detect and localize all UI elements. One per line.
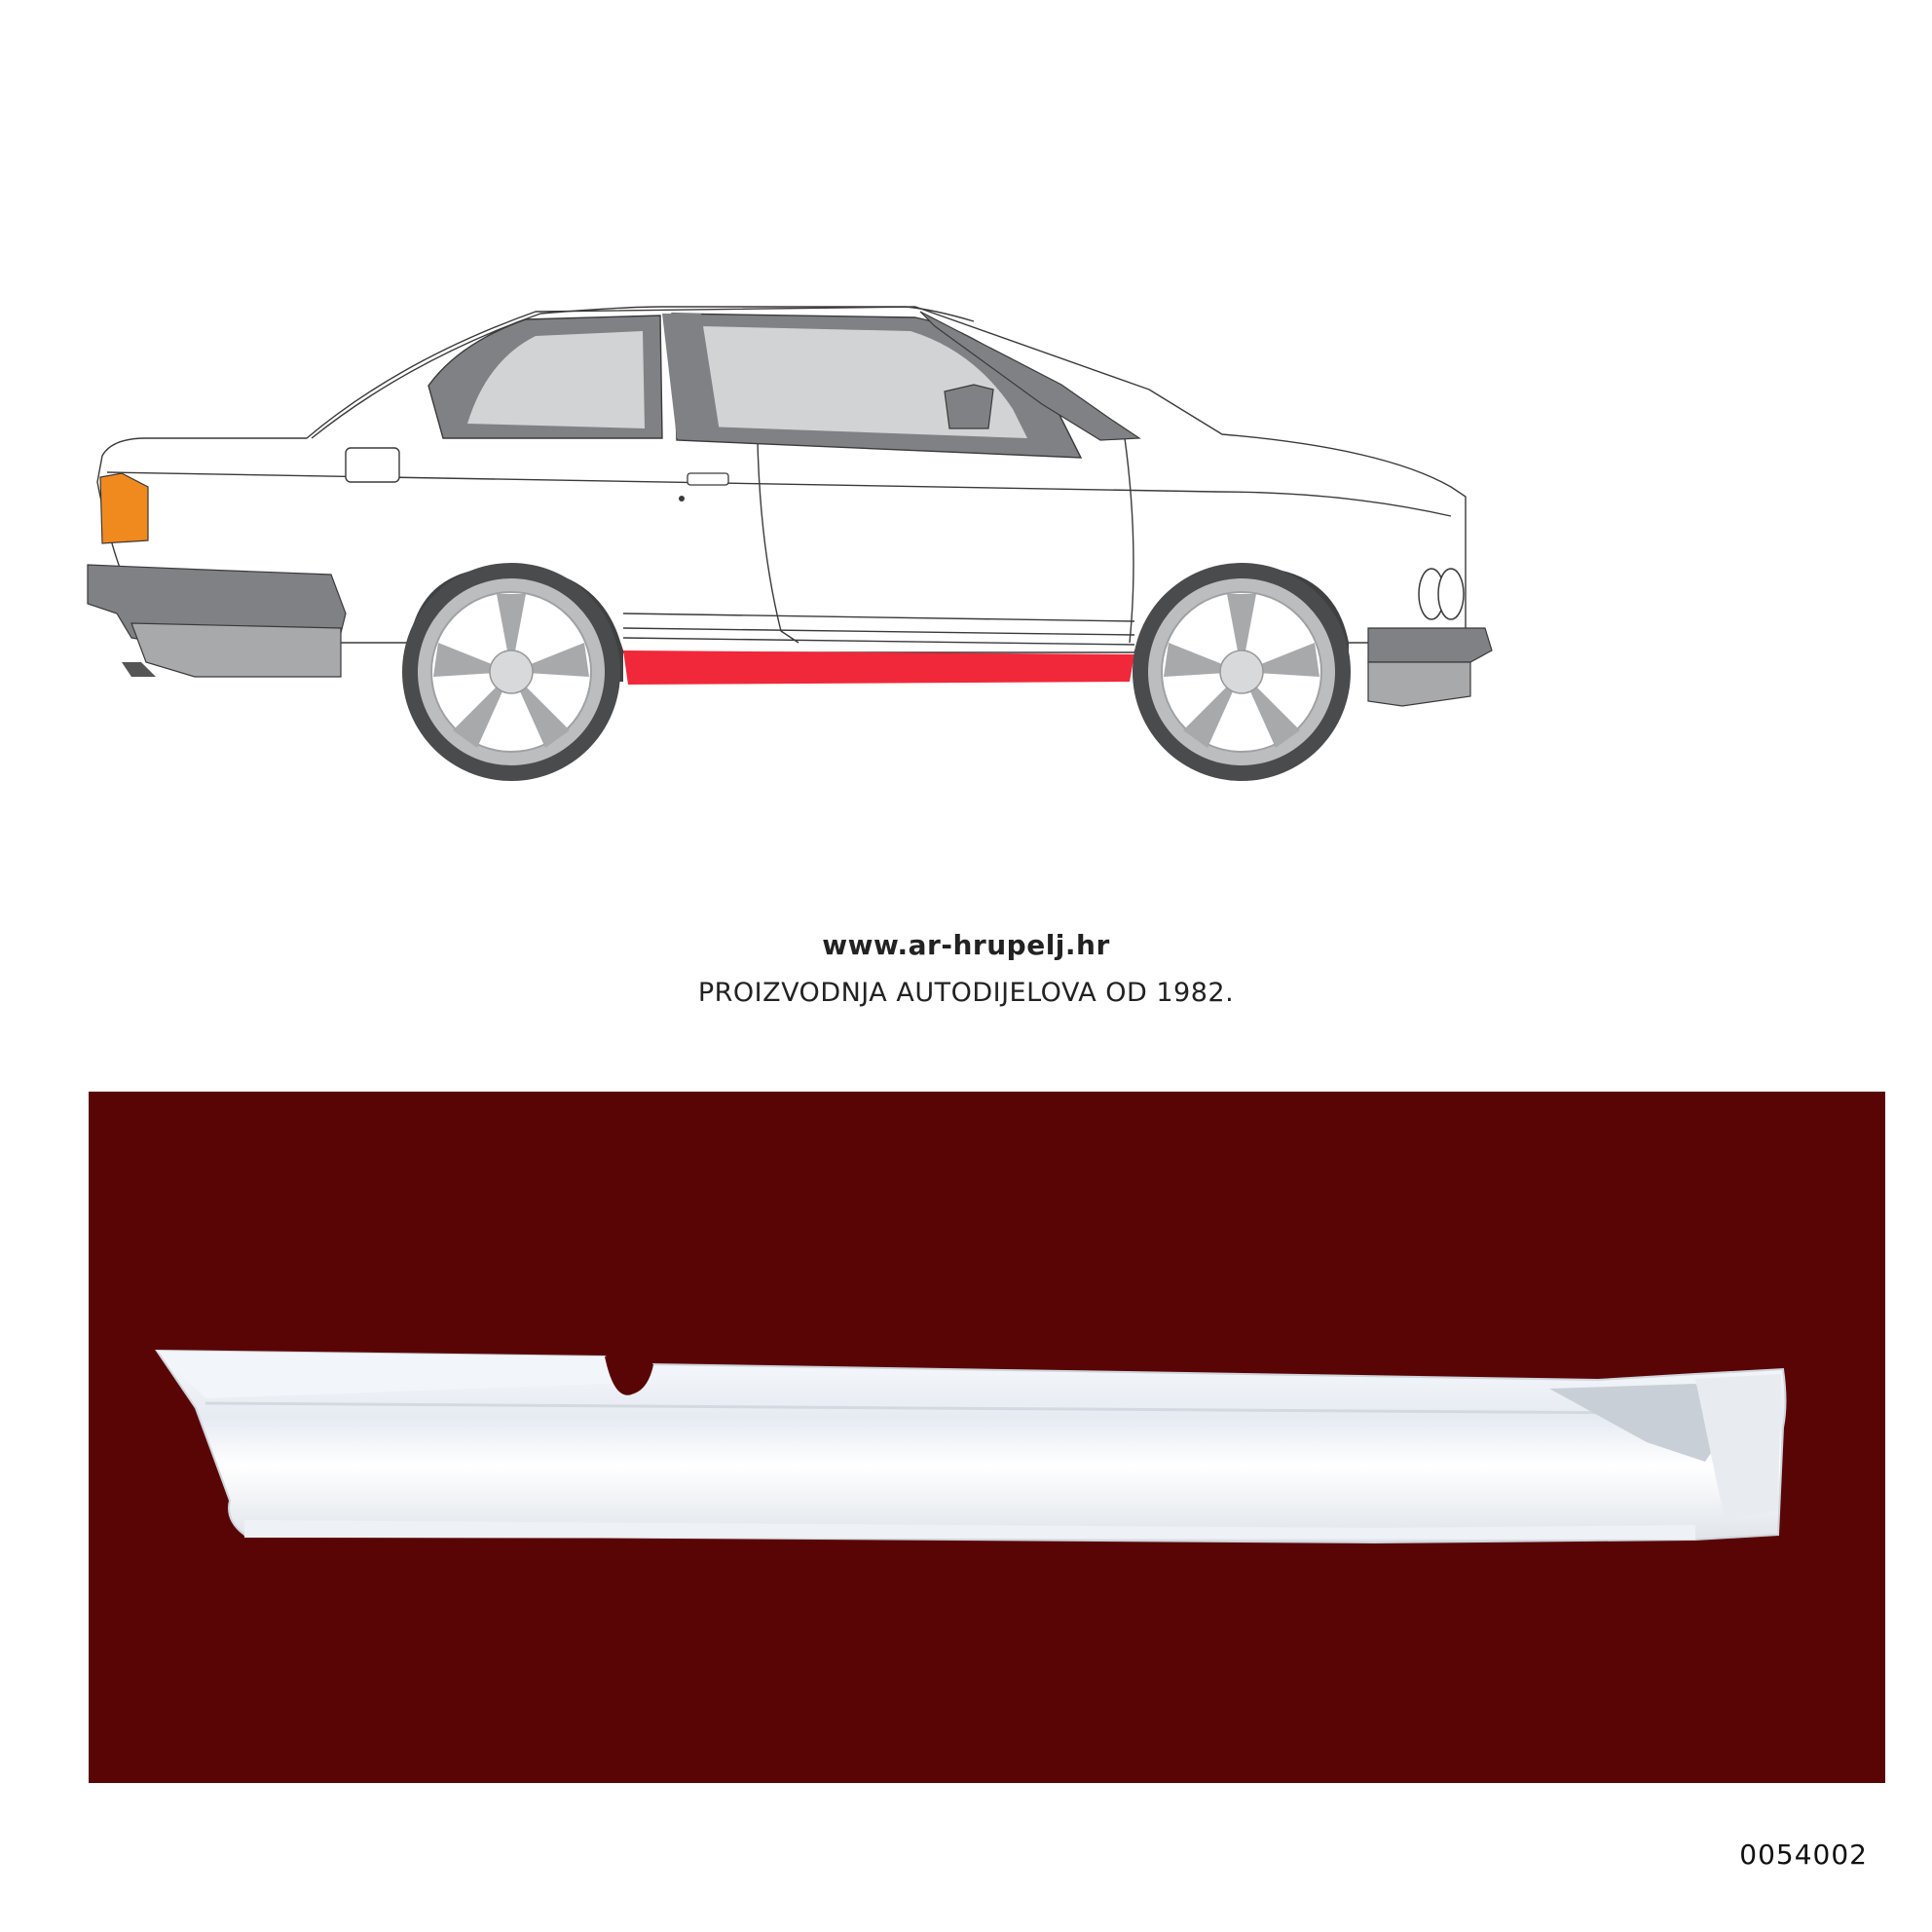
front-bumper bbox=[1367, 627, 1493, 663]
fuel-flap bbox=[345, 447, 400, 483]
highlighted-rocker-panel bbox=[623, 650, 1134, 685]
company-tagline: PROIZVODNJA AUTODIJELOVA OD 1982. bbox=[697, 978, 1235, 1008]
car-side-illustration bbox=[87, 306, 1493, 781]
windshield bbox=[919, 311, 1141, 441]
product-photo-panel bbox=[89, 1092, 1885, 1783]
headlights bbox=[1418, 568, 1465, 620]
part-number: 0054002 bbox=[1739, 1839, 1868, 1871]
website-url[interactable]: www.ar-hrupelj.hr bbox=[822, 929, 1110, 961]
rear-wheel bbox=[402, 563, 620, 781]
side-mirror bbox=[944, 384, 994, 429]
front-wheel bbox=[1133, 563, 1351, 781]
turn-signal bbox=[99, 472, 149, 544]
rocker-panel-photo bbox=[155, 1349, 1787, 1544]
door-handle bbox=[687, 472, 729, 486]
